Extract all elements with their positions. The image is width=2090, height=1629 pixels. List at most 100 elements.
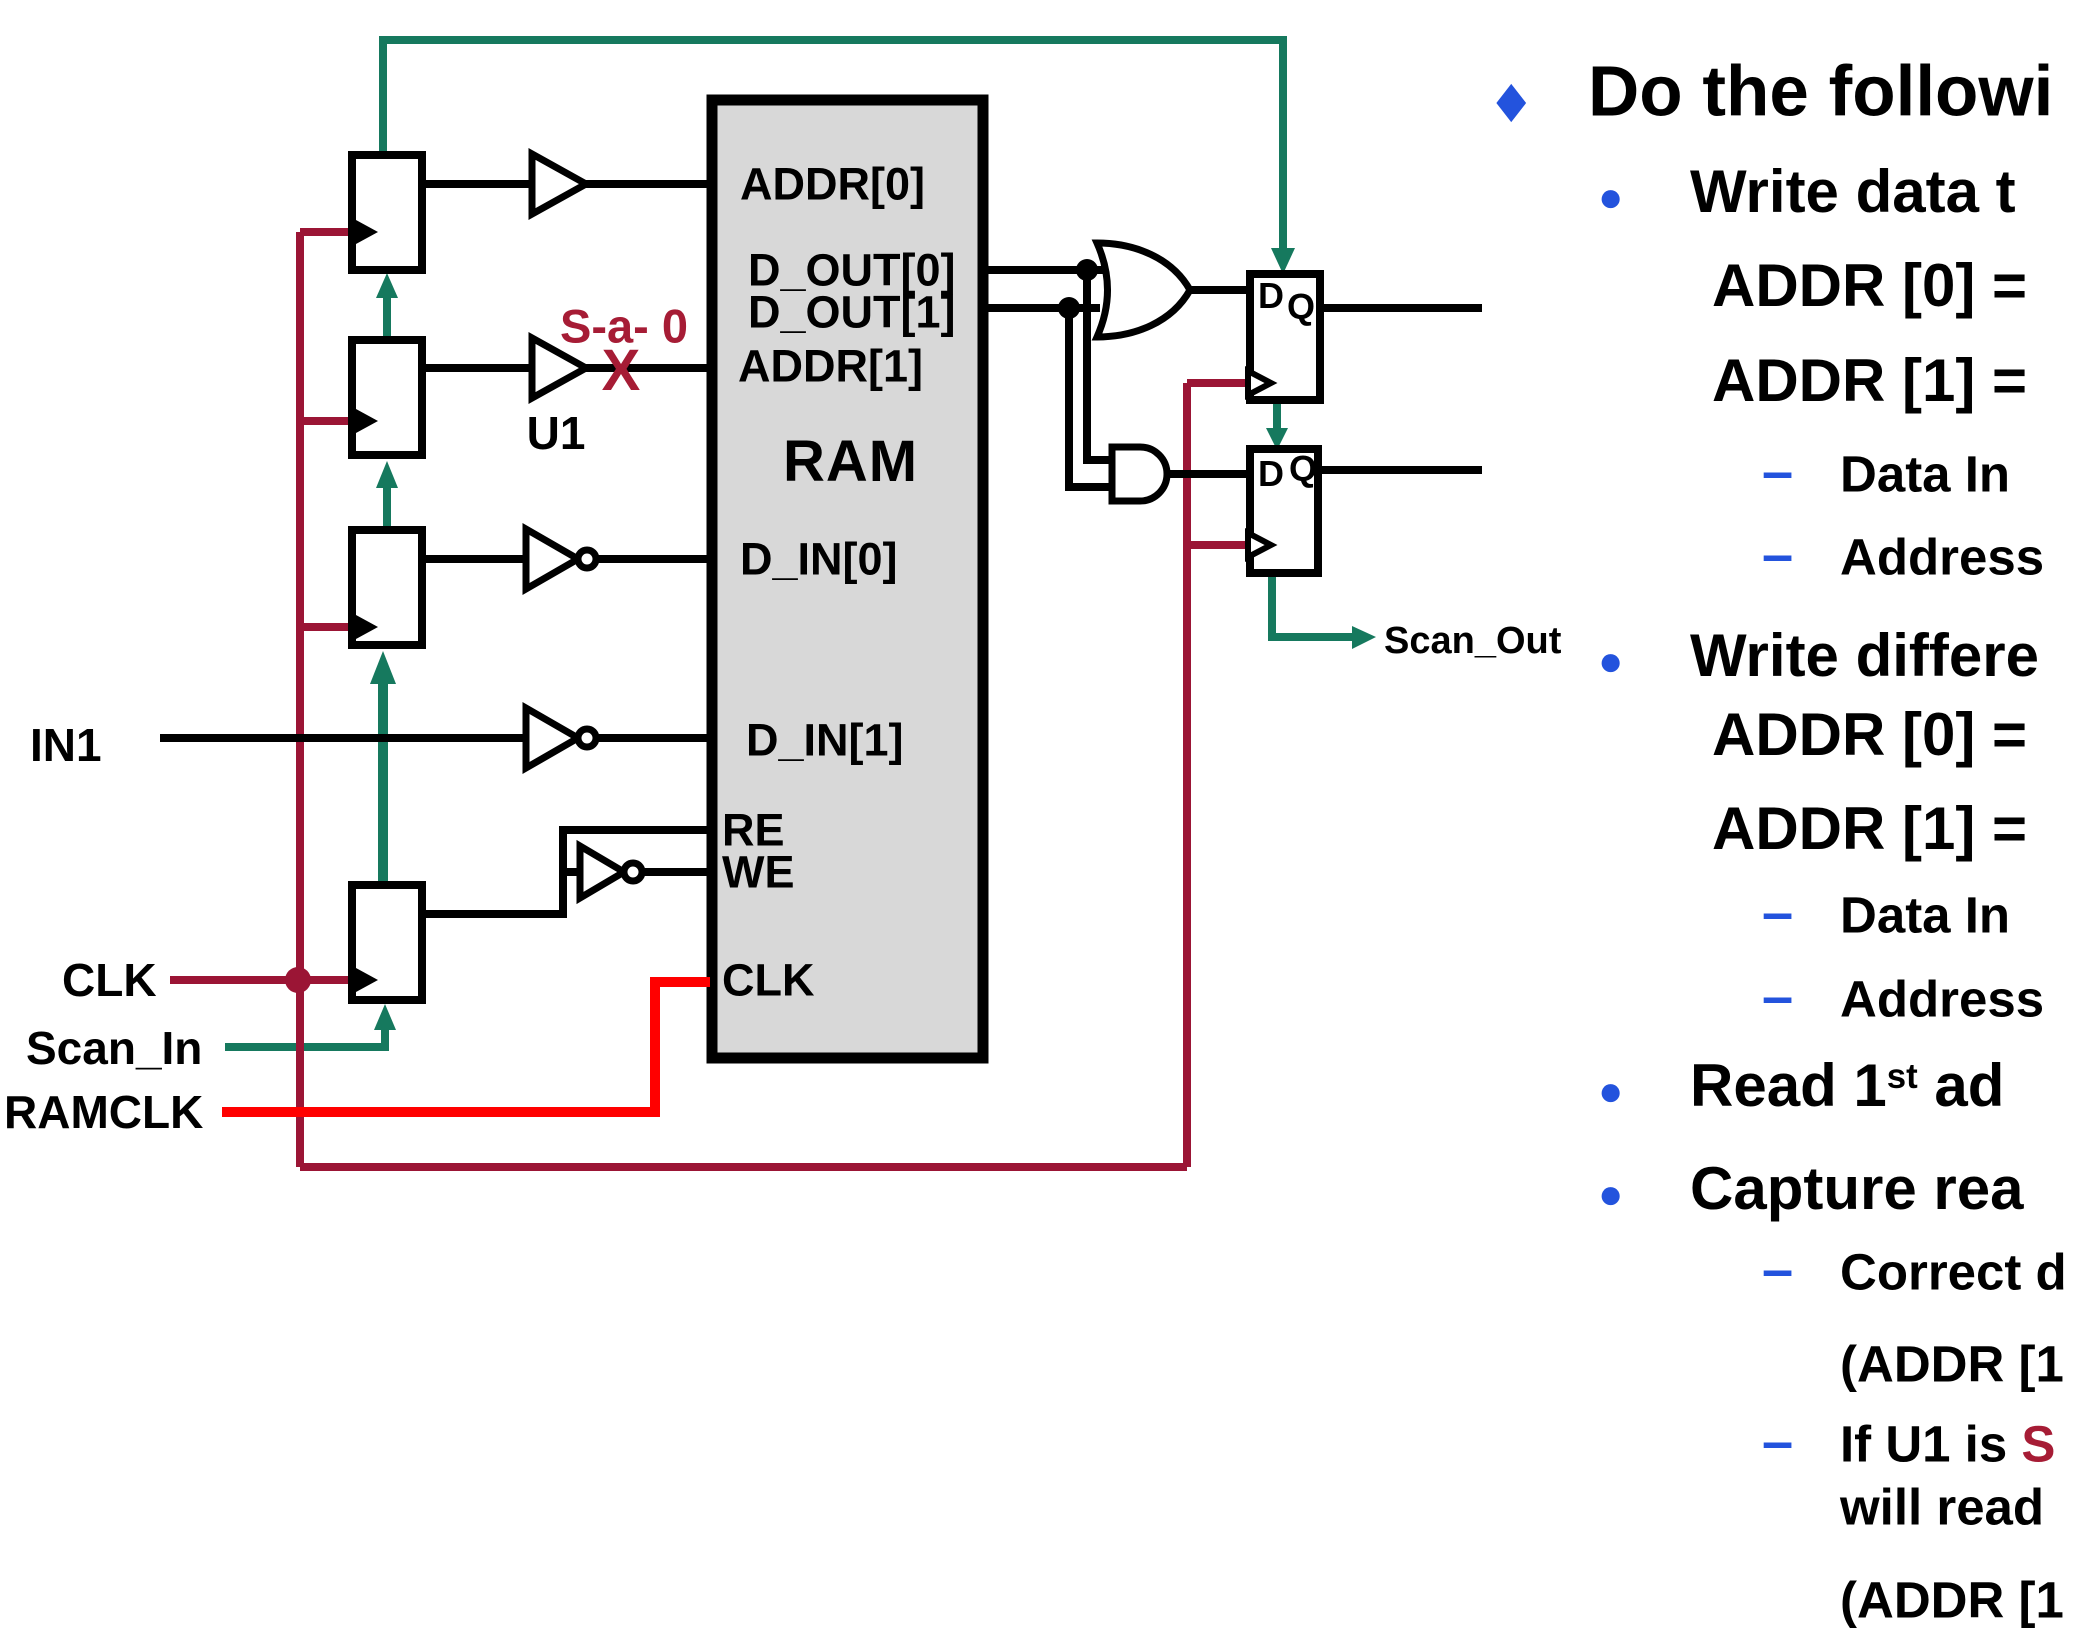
inverter-icon xyxy=(522,522,586,596)
dash-icon: – xyxy=(1762,880,1794,943)
ram-port-addr1: ADDR[1] xyxy=(738,340,923,392)
inverter-bubble-icon xyxy=(620,859,646,885)
read-text: Read 1 xyxy=(1690,1052,1887,1119)
inverter-icon xyxy=(522,701,586,775)
arrowhead-icon xyxy=(1271,248,1295,274)
clock-chevron-icon xyxy=(1245,366,1278,400)
ram-port-dout0: D_OUT[0] xyxy=(748,244,956,296)
scan-ff-3 xyxy=(348,526,426,649)
circuit-diagram xyxy=(160,36,1482,1171)
ram-title: RAM xyxy=(783,429,919,494)
clock-distribution-right xyxy=(300,379,1248,1171)
dot-bullet-icon: ● xyxy=(1598,1170,1624,1217)
arrowhead-icon xyxy=(376,273,398,298)
ram-block xyxy=(706,94,989,1064)
scan-out-label: Scan_Out xyxy=(1384,620,1562,662)
u1-instance-label: U1 xyxy=(526,407,586,459)
ff1-d-label: D xyxy=(1258,275,1284,316)
ff1-q-label: Q xyxy=(1287,286,1316,327)
note-line: ADDR [0] = xyxy=(1712,701,2028,768)
scan-ff-2 xyxy=(348,336,426,459)
ram-port-din1: D_IN[1] xyxy=(746,714,904,766)
scan-flipflops xyxy=(348,151,426,1004)
note-line: ADDR [1] = xyxy=(1712,347,2028,414)
stuck-at-fault-label: S-a- 0 xyxy=(560,299,688,353)
dot-bullet-icon: ● xyxy=(1598,1067,1624,1114)
scan-return-wire xyxy=(379,36,1287,250)
arrowhead-icon xyxy=(374,1004,396,1030)
clock-wires xyxy=(170,228,1248,1171)
note-line: (ADDR [1 xyxy=(1840,1335,2064,1393)
arrowhead-icon xyxy=(370,651,396,684)
clk-label: CLK xyxy=(62,954,157,1006)
note-line: ADDR [1] = xyxy=(1712,795,2028,862)
ram-port-we: WE xyxy=(722,846,795,898)
ram-port-clk: CLK xyxy=(722,954,815,1006)
note-line-clipped: (ADDR [1 xyxy=(1840,1571,2064,1629)
inverter-icon xyxy=(576,839,631,905)
ff2-q-label: Q xyxy=(1289,448,1318,489)
clock-distribution-left xyxy=(170,228,352,1167)
junction-dot xyxy=(1076,259,1098,281)
scan-in-label: Scan_In xyxy=(26,1022,203,1074)
in1-label: IN1 xyxy=(30,719,102,771)
junction-dot xyxy=(1058,297,1080,319)
ordinal-superscript: st xyxy=(1886,1056,1918,1096)
capture-flipflops xyxy=(1245,270,1324,577)
note-line: Write differe xyxy=(1690,622,2039,689)
arrowhead-icon xyxy=(376,461,398,488)
fault-x-mark: X xyxy=(601,338,641,403)
read-text-suffix: ad xyxy=(1917,1052,2005,1119)
inverter-bubble-icon xyxy=(574,546,600,572)
buffer-u1-icon xyxy=(528,332,594,404)
signal-wires xyxy=(160,180,1482,918)
note-line-read: Read 1st ad xyxy=(1690,1056,2004,1116)
dout-tap-wires xyxy=(1065,270,1112,491)
note-line: Data In xyxy=(1840,886,2011,944)
dash-icon: – xyxy=(1762,1237,1794,1300)
note-line: will read xyxy=(1840,1478,2045,1536)
note-line: Address xyxy=(1840,970,2045,1028)
arrowhead-icon xyxy=(1352,626,1376,649)
scan-in-wire xyxy=(225,1028,389,1051)
note-line-fault: If U1 is S xyxy=(1840,1419,2055,1470)
ram-port-addr0: ADDR[0] xyxy=(740,158,925,210)
dash-icon: – xyxy=(1762,964,1794,1027)
fault-ref-text: S xyxy=(2021,1415,2056,1473)
if-text: If U1 is xyxy=(1840,1415,2022,1473)
clock-chevron-icon xyxy=(356,220,378,244)
dot-bullet-icon: ● xyxy=(1598,173,1624,220)
note-line: Address xyxy=(1840,528,2045,586)
inverter-bubble-icon xyxy=(574,725,600,751)
dash-icon: – xyxy=(1762,522,1794,585)
and-gate-icon xyxy=(1108,443,1171,505)
ram-port-din0: D_IN[0] xyxy=(740,533,898,585)
dash-icon: – xyxy=(1762,1409,1794,1472)
clock-chevron-icon xyxy=(356,409,378,433)
note-line: ADDR [0] = xyxy=(1712,252,2028,319)
ff2-d-label: D xyxy=(1258,453,1284,494)
diamond-bullet-icon: ◆ xyxy=(1496,71,1527,127)
clock-chevron-icon xyxy=(1245,528,1278,562)
clock-chevron-icon xyxy=(356,968,378,992)
scan-path-wires xyxy=(225,36,1376,1051)
capture-ff-2 xyxy=(1246,445,1322,577)
scan-out-wire xyxy=(1268,573,1352,641)
gates xyxy=(522,148,1195,905)
ramclk-label: RAMCLK xyxy=(4,1086,204,1138)
note-line: Correct d xyxy=(1840,1243,2067,1301)
note-line: Data In xyxy=(1840,445,2011,503)
note-line: Write data t xyxy=(1690,158,2016,225)
note-line: Capture rea xyxy=(1690,1155,2024,1222)
dash-icon: – xyxy=(1762,439,1794,502)
arrowhead-icon xyxy=(1266,428,1288,450)
ram-port-dout1: D_OUT[1] xyxy=(748,286,956,338)
ramclk-wire xyxy=(222,977,710,1117)
scan-ff-1 xyxy=(348,151,426,274)
re-we-wires xyxy=(422,826,712,918)
buffer-icon xyxy=(528,148,594,220)
notes-heading: Do the followi xyxy=(1588,52,2054,132)
dot-bullet-icon: ● xyxy=(1598,637,1624,684)
junction-dot xyxy=(285,967,311,993)
clock-chevron-icon xyxy=(356,615,378,639)
